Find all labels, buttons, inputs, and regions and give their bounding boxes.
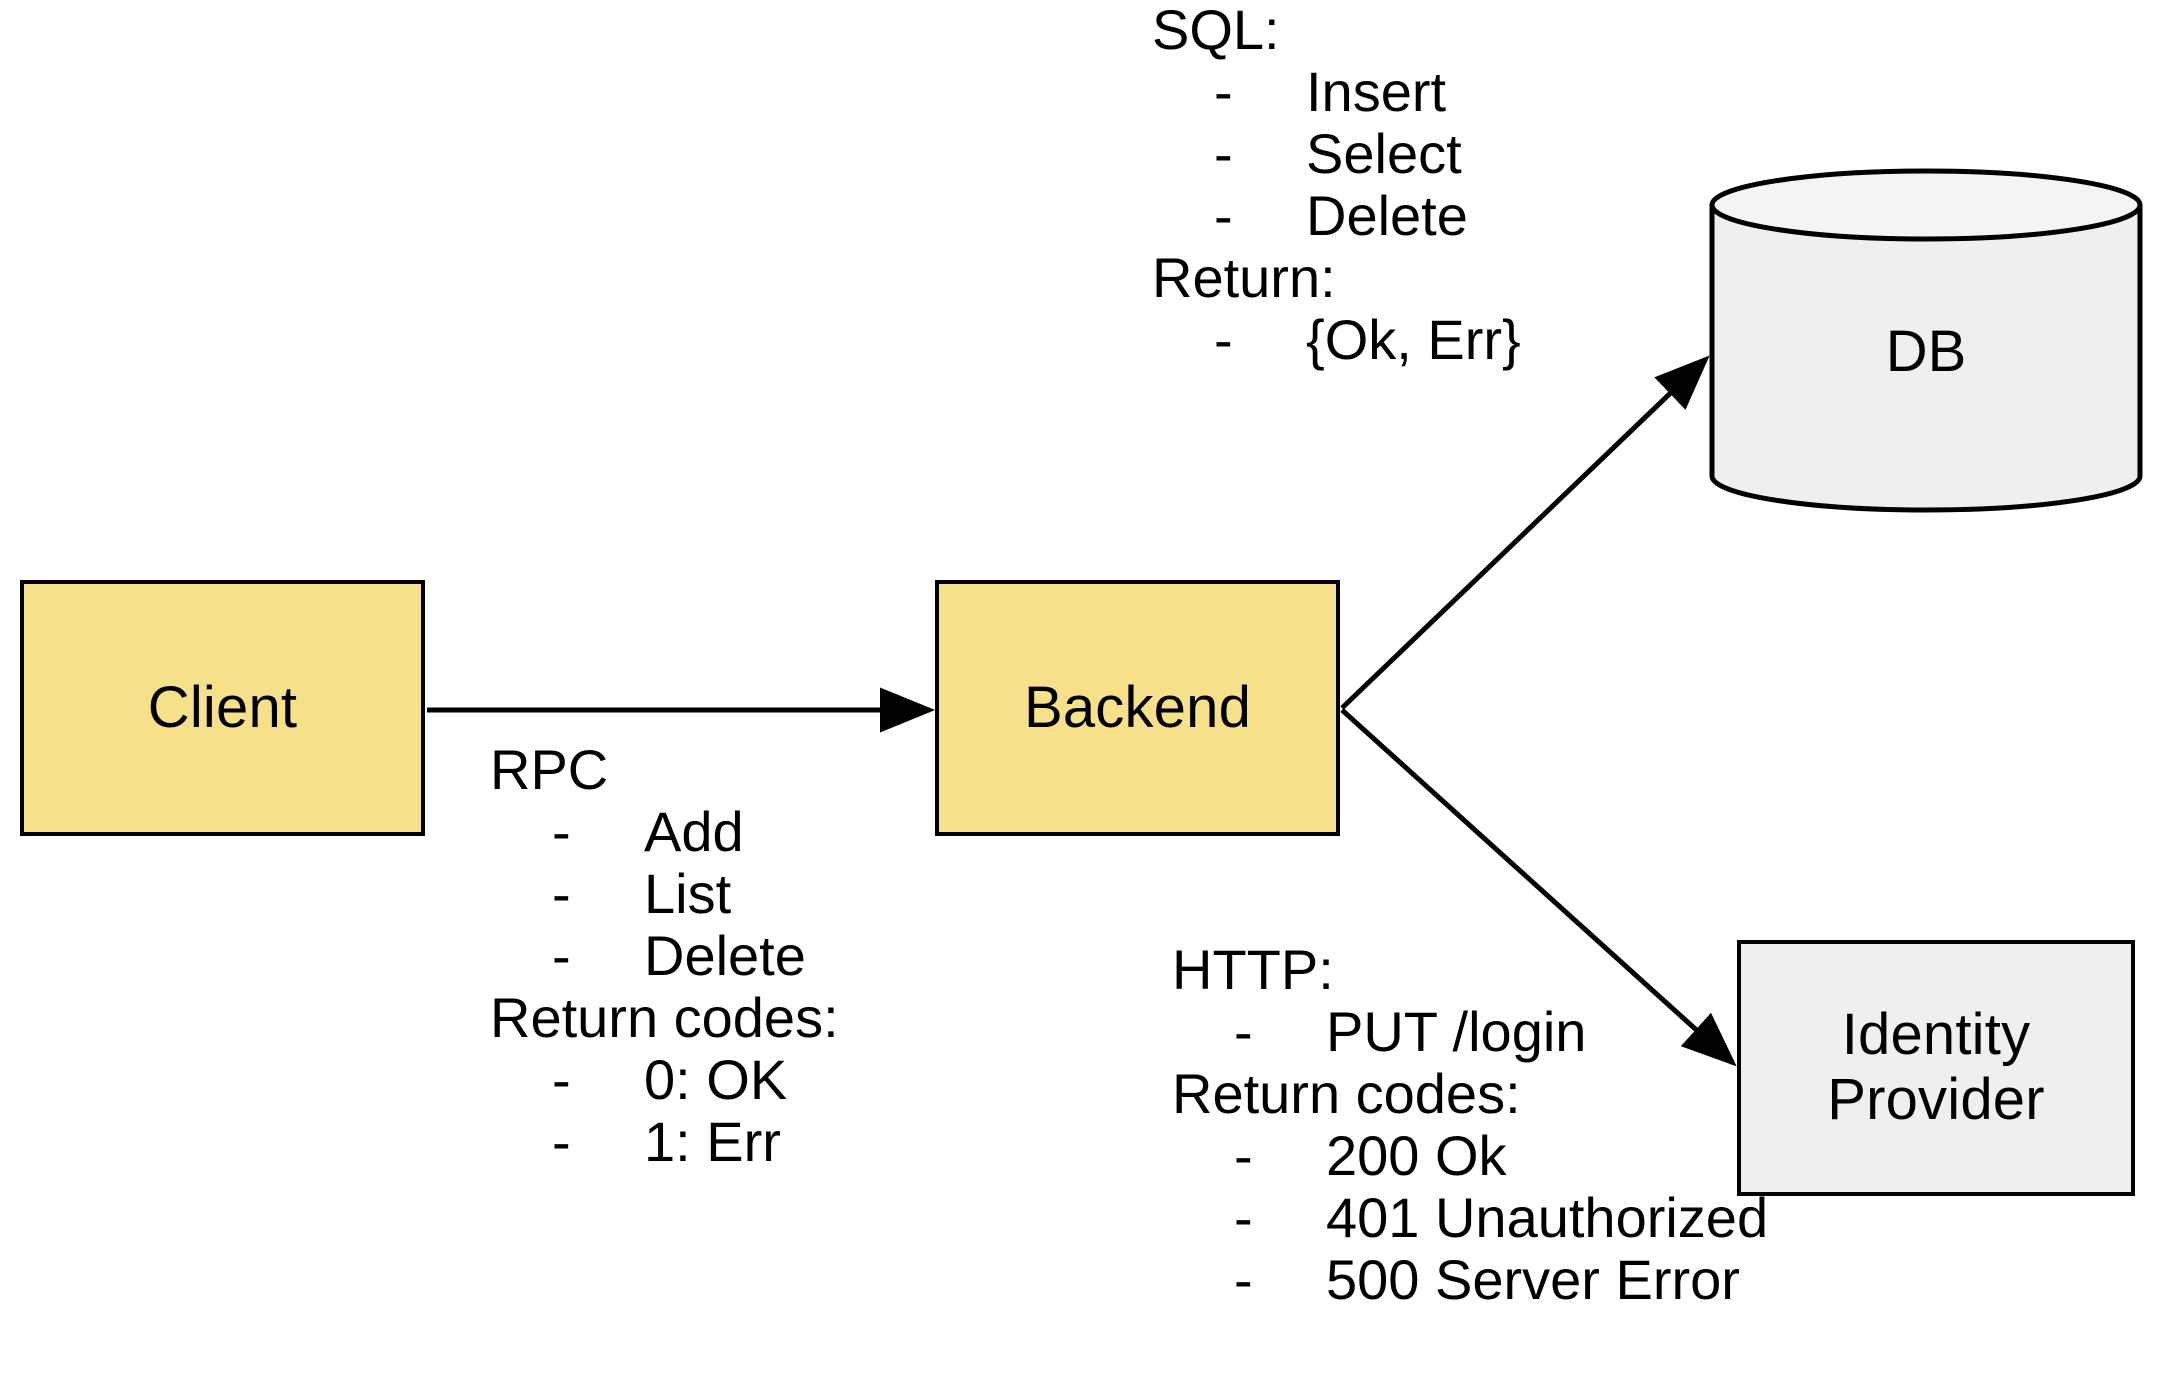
bullet-dash: - <box>552 924 571 987</box>
database-cylinder-icon <box>1709 168 2143 513</box>
annotation-sql-item: -Insert <box>1152 64 1521 120</box>
annotation-rpc-heading: RPC <box>490 738 609 801</box>
annotation-sql-return-item: -{Ok, Err} <box>1152 312 1521 368</box>
bullet-dash: - <box>1234 1248 1253 1311</box>
bullet-dash: - <box>1234 1124 1253 1187</box>
annotation-rpc-return-heading: Return codes: <box>490 986 839 1049</box>
bullet-dash: - <box>552 800 571 863</box>
annotation-rpc-item: -Add <box>490 804 839 860</box>
annotation-http-return-item: -401 Unauthorized <box>1172 1190 1768 1246</box>
annotation-http-return-item-text: 200 Ok <box>1326 1124 1507 1187</box>
annotation-http-return-item: -200 Ok <box>1172 1128 1768 1184</box>
node-db-label: DB <box>1885 319 1967 384</box>
annotation-rpc-item: -List <box>490 866 839 922</box>
annotation-rpc-item: -Delete <box>490 928 839 984</box>
node-client[interactable]: Client <box>20 580 425 836</box>
bullet-dash: - <box>552 862 571 925</box>
annotation-sql: SQL: -Insert -Select -Delete Return: -{O… <box>1152 2 1521 374</box>
bullet-dash: - <box>1234 1000 1253 1063</box>
annotation-http-heading: HTTP: <box>1172 938 1334 1001</box>
annotation-sql-return-item-text: {Ok, Err} <box>1306 308 1521 371</box>
node-backend-label: Backend <box>1023 674 1252 740</box>
annotation-rpc-return-item: -0: OK <box>490 1052 839 1108</box>
node-client-label: Client <box>147 674 298 740</box>
bullet-dash: - <box>1234 1186 1253 1249</box>
bullet-dash: - <box>1214 60 1233 123</box>
annotation-http-return-item: -500 Server Error <box>1172 1252 1768 1308</box>
annotation-rpc-item-text: Add <box>644 800 744 863</box>
annotation-http-return-item-text: 401 Unauthorized <box>1326 1186 1769 1249</box>
annotation-sql-return-heading: Return: <box>1152 246 1336 309</box>
annotation-http: HTTP: -PUT /login Return codes: -200 Ok … <box>1172 942 1768 1314</box>
node-identity-provider-label-line1: Identity <box>1841 1002 2031 1068</box>
bullet-dash: - <box>1214 184 1233 247</box>
annotation-http-item-text: PUT /login <box>1326 1000 1587 1063</box>
annotation-http-item: -PUT /login <box>1172 1004 1768 1060</box>
bullet-dash: - <box>552 1048 571 1111</box>
node-db[interactable]: DB <box>1708 168 2144 513</box>
annotation-sql-item-text: Select <box>1306 122 1462 185</box>
annotation-http-return-heading: Return codes: <box>1172 1062 1521 1125</box>
annotation-http-return-item-text: 500 Server Error <box>1326 1248 1740 1311</box>
bullet-dash: - <box>1214 122 1233 185</box>
edge-backend-to-db <box>1340 355 1710 710</box>
annotation-rpc-return-item: -1: Err <box>490 1114 839 1170</box>
node-db-label-wrap: DB <box>1708 168 2144 513</box>
annotation-sql-item: -Delete <box>1152 188 1521 244</box>
annotation-sql-heading: SQL: <box>1152 0 1280 61</box>
bullet-dash: - <box>552 1110 571 1173</box>
annotation-sql-item-text: Insert <box>1306 60 1447 123</box>
annotation-rpc: RPC -Add -List -Delete Return codes: -0:… <box>490 742 839 1176</box>
annotation-rpc-item-text: Delete <box>644 924 806 987</box>
node-identity-provider[interactable]: Identity Provider <box>1737 940 2135 1196</box>
node-identity-provider-label: Identity Provider <box>1827 1002 2045 1133</box>
bullet-dash: - <box>1214 308 1233 371</box>
annotation-rpc-item-text: List <box>644 862 732 925</box>
node-backend[interactable]: Backend <box>935 580 1340 836</box>
annotation-sql-item-text: Delete <box>1306 184 1468 247</box>
node-identity-provider-label-line2: Provider <box>1827 1067 2045 1132</box>
annotation-rpc-return-item-text: 1: Err <box>644 1110 781 1173</box>
annotation-sql-item: -Select <box>1152 126 1521 182</box>
annotation-rpc-return-item-text: 0: OK <box>644 1048 788 1111</box>
